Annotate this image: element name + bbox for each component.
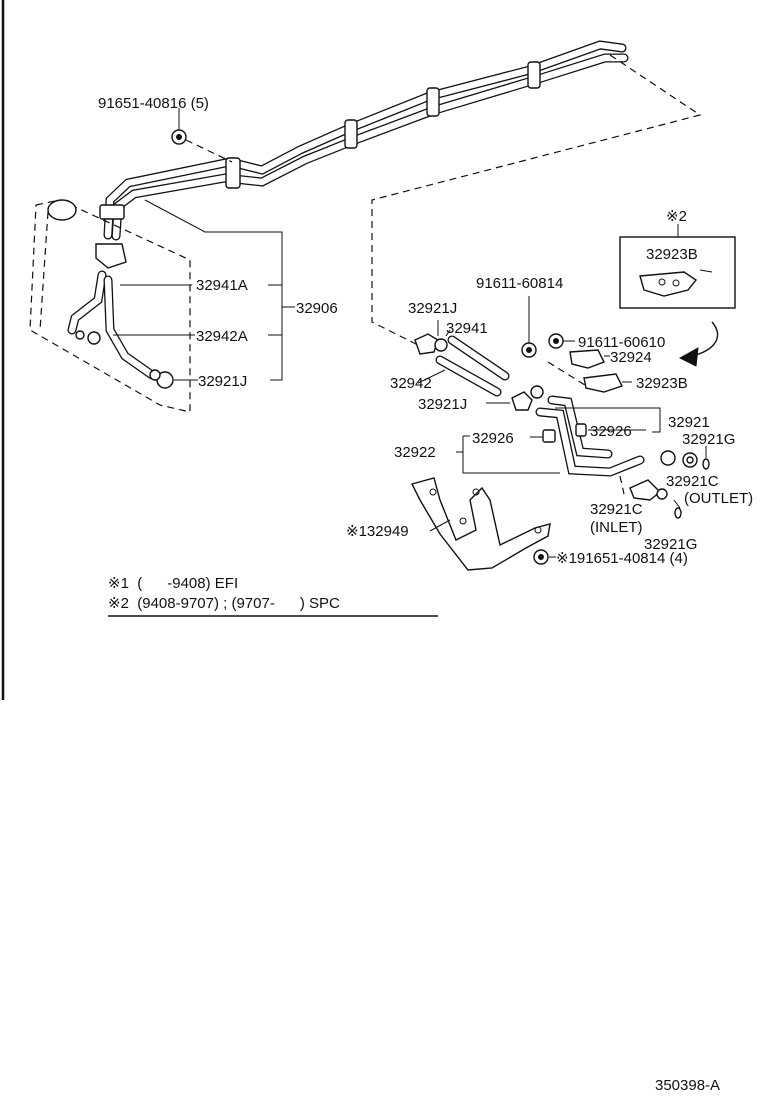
figure-code: 350398-A [655,1077,720,1094]
label-32921J-mid: 32921J [418,396,467,413]
spc-bracket-box [619,224,736,367]
label-32921C-outlet: 32921C [666,473,719,490]
footnote-1: ※1 ( -9408) EFI [108,575,238,592]
label-32926-right: 32926 [590,423,632,440]
footnote-2: ※2 (9408-9707) ; (9707- ) SPC [108,595,340,612]
label-32921C-inlet: 32921C [590,501,643,518]
label-32923B-lower: 32923B [636,375,688,392]
label-32942: 32942 [390,375,432,392]
label-32942A: 32942A [196,328,248,345]
bolt-91651-icon [171,108,233,163]
callout-labels: 91651-40816 (5) 32941A 32942A 32921J 329… [98,95,753,1094]
detail-parts [410,296,710,571]
label-outlet: (OUTLET) [684,490,753,507]
label-32924: 32924 [610,349,652,366]
reservoir-tank [29,199,191,413]
label-32923B-box: 32923B [646,246,698,263]
right-leader-lines [417,320,707,558]
label-32926-left: 32926 [472,430,514,447]
label-inlet: (INLET) [590,519,643,536]
label-32906: 32906 [296,300,338,317]
label-32921G-lower: 32921G [644,536,697,553]
label-91611-60610: 91611-60610 [578,334,665,351]
label-32921G-upper: 32921G [682,431,735,448]
main-pipe-assembly [95,40,629,269]
label-32941A: 32941A [196,277,248,294]
label-bolt-91651-40816: 91651-40816 (5) [98,95,209,112]
label-32921J-upper: 32921J [408,300,457,317]
label-32921: 32921 [668,414,710,431]
label-91651-40814: ※191651-40814 (4) [556,550,688,567]
left-leader-lines [113,199,295,381]
label-32921J-left: 32921J [198,373,247,390]
label-32949: ※132949 [346,523,409,540]
detail-dashed-lines [371,54,702,346]
label-32941: 32941 [446,320,488,337]
label-note2-marker: ※2 [666,208,687,225]
label-32922: 32922 [394,444,436,461]
label-91611-60814: 91611-60814 [476,275,563,292]
